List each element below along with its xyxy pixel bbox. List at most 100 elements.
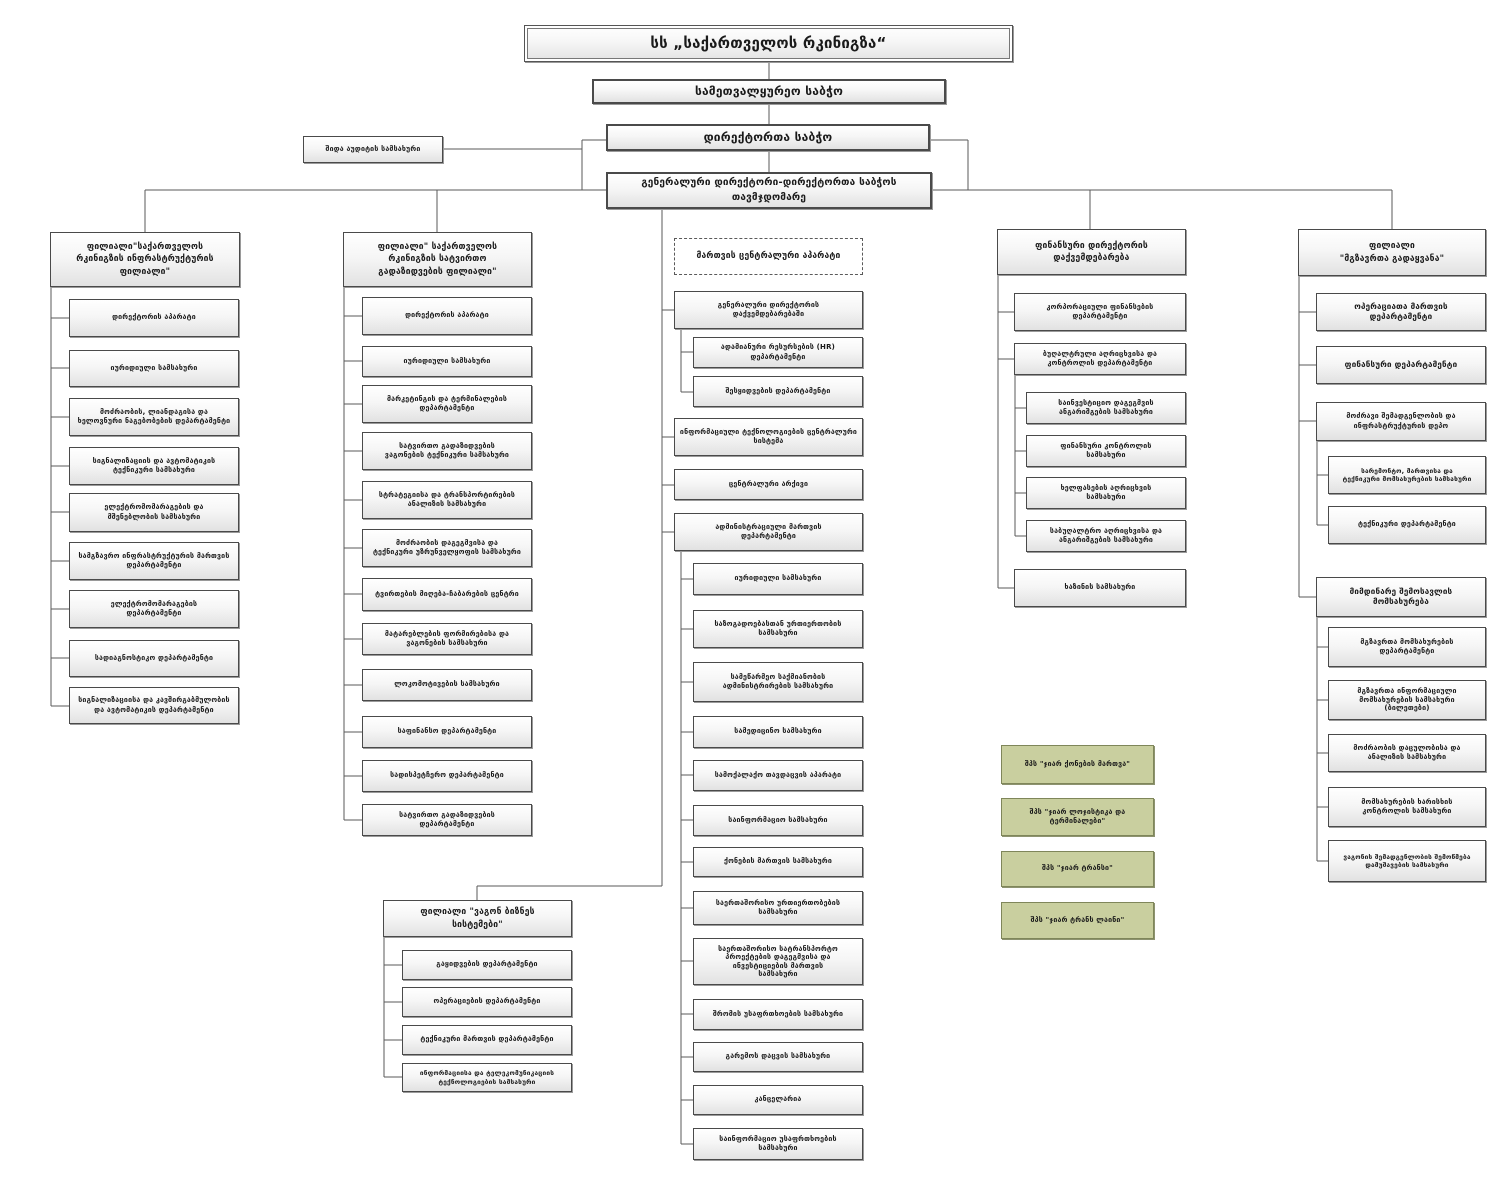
org-unit-label: დირექტორის აპარატი bbox=[405, 311, 489, 320]
org-unit-label: ელექტრომომარაგების დეპარტამენტი bbox=[110, 599, 198, 617]
org-subunit-box: საერთაშორისო ურთიერთობების სამსახური bbox=[693, 891, 863, 925]
org-unit-label: გარემოს დაცვის სამსახური bbox=[725, 1052, 831, 1061]
org-subunit-box: ვაგონის შემადგენლობის შემოწმება დამუშავე… bbox=[1328, 840, 1486, 882]
company-title-box: სს „საქართველოს რკინიგზა“ bbox=[524, 25, 1013, 62]
supervisory-board-label: სამეთვალყურეო საბჭო bbox=[694, 83, 844, 98]
org-unit-label: საინფორმაციო სამსახური bbox=[728, 815, 828, 824]
subsidiary-box: შპს "ჯიარ ლოჯისტიკა და ტერმინალები" bbox=[1001, 798, 1154, 836]
org-unit-label: შესყიდვების დეპარტამენტი bbox=[725, 386, 831, 395]
passenger-branch-header: ფილიალი "მგზავრთა გადაყვანა" bbox=[1298, 229, 1486, 276]
org-unit-label: ბუღალტრული აღრიცხვისა და კონტროლის დეპარ… bbox=[1042, 349, 1158, 367]
org-unit-box: ტვირთების მიღება-ჩაბარების ცენტრი bbox=[362, 578, 532, 611]
subsidiary-box: შპს "ჯიარ ტრანსი" bbox=[1001, 851, 1154, 887]
org-subunit-box: სამეწარმეო საქმიანობის ადმინისტრირების ს… bbox=[693, 662, 863, 702]
org-unit-label: მომსახურების ხარისხის კონტროლის სამსახურ… bbox=[1361, 797, 1453, 815]
org-unit-label: ქონების მართვის სამსახური bbox=[723, 857, 833, 866]
org-subunit-box: საზოგადოებასთან ურთიერთობის სამსახური bbox=[693, 610, 863, 648]
branch-title: ფილიალი"საქართველოს რკინიგზის ინფრასტრუქ… bbox=[76, 242, 214, 277]
org-unit-label: ადმინისტრაციული მართვის დეპარტამენტი bbox=[715, 522, 822, 540]
org-subunit-box: მგზავრთა მომსახურების დეპარტამენტი bbox=[1328, 627, 1486, 667]
org-subunit-box: მოძრაობის დაცულობისა და ანალიზის სამსახუ… bbox=[1328, 734, 1486, 772]
org-unit-label: საერთაშორისო ურთიერთობების სამსახური bbox=[715, 898, 841, 916]
org-unit-label: სიგნალიზაციისა და კავშირგაბმულობის და ავ… bbox=[78, 696, 230, 714]
org-unit-label: სადიაგნოსტიკო დეპარტამენტი bbox=[94, 653, 214, 662]
org-unit-label: კორპორაციული ფინანსების დეპარტამენტი bbox=[1046, 302, 1154, 320]
org-subunit-box: სარემონტო, მართვისა და ტექნიკური მომსახუ… bbox=[1328, 456, 1486, 494]
org-unit-label: ტექნიკური დეპარტამენტი bbox=[1358, 520, 1456, 529]
org-unit-box: იურიდიული სამსახური bbox=[362, 346, 532, 377]
org-unit-label: მოძრავი შემადგენლობის და ინფრასტრუქტურის… bbox=[1346, 412, 1456, 430]
org-unit-box: ელექტრომომარაგების დეპარტამენტი bbox=[69, 590, 239, 628]
org-subunit-box: ადამიანური რესურსების (HR) დეპარტამენტი bbox=[693, 337, 863, 368]
org-subunit-box: შესყიდვების დეპარტამენტი bbox=[693, 376, 863, 407]
subsidiary-box: შპს "ჯიარ ქონების მართვა" bbox=[1001, 745, 1154, 784]
finance-director-header: ფინანსური დირექტორის დაქვემდებარება bbox=[997, 229, 1186, 275]
org-subunit-box: საერთაშორისო სატრანსპორტო პროექტების დაგ… bbox=[693, 938, 863, 985]
branch-title: ფილიალი" საქართველოს რკინიგზის სატვირთო … bbox=[377, 242, 498, 277]
org-subunit-box: ფინანსური კონტროლის სამსახური bbox=[1026, 435, 1186, 467]
subsidiary-label: შპს "ჯიარ ლოჯისტიკა და ტერმინალები" bbox=[1029, 807, 1126, 825]
org-unit-label: მოძრაობის, ლიანდაგისა და ხელოვნური ნაგებ… bbox=[77, 407, 231, 425]
org-unit-label: ხელფასების აღრიცხვის სამსახური bbox=[1060, 483, 1152, 501]
org-subunit-box: სამოქალაქო თავდაცვის აპარატი bbox=[693, 760, 863, 791]
org-unit-box: ოპერაციათა მართვის დეპარტამენტი bbox=[1316, 293, 1486, 331]
org-unit-box: სიგნალიზაციისა და კავშირგაბმულობის და ავ… bbox=[69, 687, 239, 724]
org-unit-label: საინვესტიციო დაგეგმვის ანგარიშგების სამს… bbox=[1058, 398, 1154, 416]
org-subunit-box: საინფორმაციო უსაფრთხოების სამსახური bbox=[693, 1128, 863, 1160]
org-unit-box: კორპორაციული ფინანსების დეპარტამენტი bbox=[1014, 293, 1186, 331]
org-unit-label: საერთაშორისო სატრანსპორტო პროექტების დაგ… bbox=[718, 944, 838, 978]
org-unit-box: მატარებლების ფორმირებისა და ვაგონების სა… bbox=[362, 623, 532, 655]
branch-title: მართვის ცენტრალური აპარატი bbox=[696, 251, 841, 262]
org-unit-label: ცენტრალური არქივი bbox=[728, 479, 809, 488]
org-unit-box: ადმინისტრაციული მართვის დეპარტამენტი bbox=[674, 513, 863, 551]
org-subunit-box: მგზავრთა ინფორმაციული მომსახურების სამსა… bbox=[1328, 680, 1486, 720]
org-unit-box: საფინანსო დეპარტამენტი bbox=[362, 716, 532, 748]
branch-title: ფილიალი "მგზავრთა გადაყვანა" bbox=[1339, 241, 1445, 264]
org-unit-box: სამგზავრო ინფრასტრუქტურის მართვის დეპარტ… bbox=[69, 542, 239, 580]
org-unit-label: საინფორმაციო უსაფრთხოების სამსახური bbox=[719, 1134, 837, 1152]
branch-title: ფილიალი "ვაგონ ბიზნეს სისტემები" bbox=[420, 907, 535, 930]
org-unit-label: საზოგადოებასთან ურთიერთობის სამსახური bbox=[714, 619, 842, 637]
org-unit-label: სატვირთო გადაზიდვების ვაგონების ტექნიკურ… bbox=[384, 441, 510, 459]
org-unit-label: ადამიანური რესურსების (HR) დეპარტამენტი bbox=[720, 343, 836, 361]
org-unit-box: მოძრაობის, ლიანდაგისა და ხელოვნური ნაგებ… bbox=[69, 398, 239, 436]
org-unit-box: დირექტორის აპარატი bbox=[362, 297, 532, 335]
org-unit-label: იურიდიული სამსახური bbox=[110, 363, 198, 372]
org-unit-box: სადისპეტჩერო დეპარტამენტი bbox=[362, 760, 532, 792]
org-unit-label: ელექტრომომარაგების და მშენებლობის სამსახ… bbox=[104, 503, 204, 521]
org-unit-label: მგზავრთა ინფორმაციული მომსახურების სამსა… bbox=[1357, 687, 1457, 713]
org-subunit-box: სამედიცინო სამსახური bbox=[693, 716, 863, 748]
org-subunit-box: ქონების მართვის სამსახური bbox=[693, 847, 863, 877]
company-title: სს „საქართველოს რკინიგზა“ bbox=[650, 33, 887, 52]
org-subunit-box: საბუღალტრო აღრიცხვისა და ანგარიშგების სა… bbox=[1026, 520, 1186, 552]
org-unit-label: იურიდიული სამსახური bbox=[734, 574, 822, 583]
org-subunit-box: იურიდიული სამსახური bbox=[693, 563, 863, 595]
ceo-box: გენერალური დირექტორი-დირექტორთა საბჭოს თ… bbox=[606, 172, 932, 209]
org-unit-box: გაყიდვების დეპარტამენტი bbox=[402, 950, 572, 980]
org-unit-label: ხაზინის სამსახური bbox=[1064, 583, 1136, 592]
org-unit-box: მოძრაობის დაგეგმვისა და ტექნიკური უზრუნვ… bbox=[362, 529, 532, 567]
org-subunit-box: ხელფასების აღრიცხვის სამსახური bbox=[1026, 477, 1186, 509]
org-unit-label: ვაგონის შემადგენლობის შემოწმება დამუშავე… bbox=[1343, 852, 1471, 869]
org-unit-label: გაყიდვების დეპარტამენტი bbox=[436, 960, 538, 969]
org-subunit-box: გარემოს დაცვის სამსახური bbox=[693, 1042, 863, 1072]
org-subunit-box: კანცელარია bbox=[693, 1085, 863, 1115]
org-unit-label: მოძრაობის დაგეგმვისა და ტექნიკური უზრუნვ… bbox=[372, 538, 522, 556]
subsidiary-label: შპს "ჯიარ ტრანს ლაინი" bbox=[1030, 915, 1125, 924]
org-unit-label: ლოკომოტივების სამსახური bbox=[394, 680, 500, 689]
org-unit-box: იურიდიული სამსახური bbox=[69, 350, 239, 387]
org-unit-label: სადისპეტჩერო დეპარტამენტი bbox=[390, 771, 504, 780]
org-unit-label: მოძრაობის დაცულობისა და ანალიზის სამსახუ… bbox=[1353, 743, 1461, 761]
org-unit-label: შრომის უსაფრთხოების სამსახური bbox=[712, 1009, 844, 1018]
org-unit-box: ფინანსური დეპარტამენტი bbox=[1316, 346, 1486, 384]
org-unit-box: მოძრავი შემადგენლობის და ინფრასტრუქტურის… bbox=[1316, 402, 1486, 441]
org-unit-label: კანცელარია bbox=[754, 1095, 802, 1104]
org-unit-box: გენერალური დირექტორის დაქვემდებარებაში bbox=[674, 291, 863, 329]
org-unit-label: სამგზავრო ინფრასტრუქტურის მართვის დეპარტ… bbox=[78, 551, 230, 569]
org-unit-box: სიგნალიზაციის და ავტომატიკის ტექნიკური ს… bbox=[69, 447, 239, 485]
internal-audit-label: შიდა აუდიტის სამსახური bbox=[325, 144, 421, 153]
org-unit-label: სამოქალაქო თავდაცვის აპარატი bbox=[714, 770, 842, 779]
org-unit-label: ოპერაციების დეპარტამენტი bbox=[433, 997, 541, 1006]
org-unit-box: ხაზინის სამსახური bbox=[1014, 569, 1186, 607]
